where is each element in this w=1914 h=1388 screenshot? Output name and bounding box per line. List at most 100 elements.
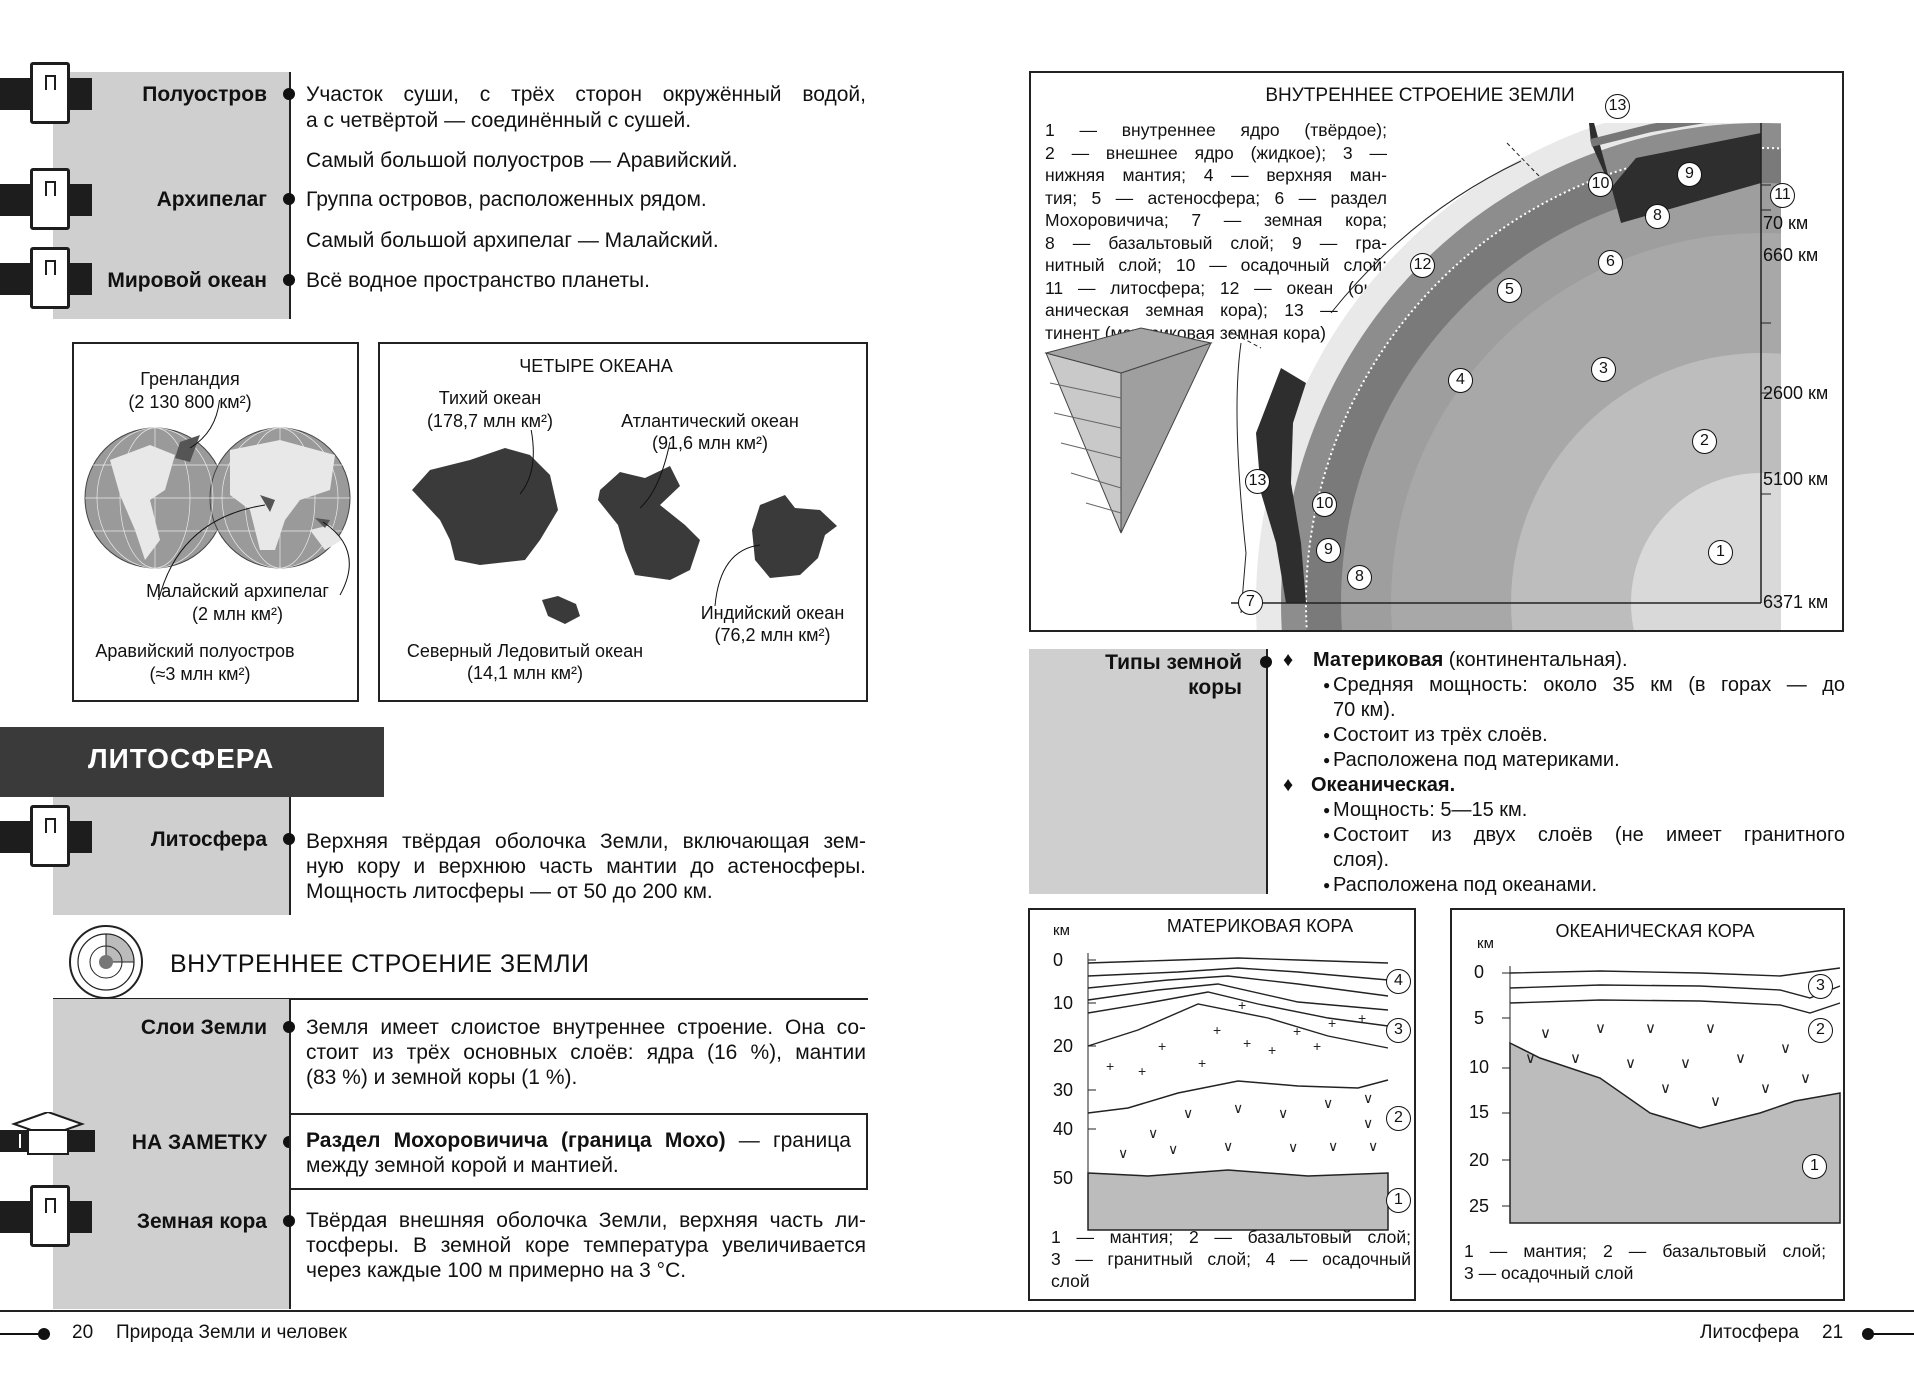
- definition-line: Твёрдая внешняя оболочка Земли, верхняя …: [306, 1209, 866, 1232]
- structure-diagram-title: ВНУТРЕННЕЕ СТРОЕНИЕ ЗЕМЛИ: [1265, 85, 1575, 106]
- layer-number: 5: [1497, 278, 1522, 303]
- type-item: Мощность: 5—15 км.: [1283, 798, 1845, 823]
- type-heading-oceanic: Океаническая.: [1283, 773, 1845, 798]
- svg-text:∨: ∨: [1660, 1080, 1671, 1097]
- type-item: Расположена под океанами.: [1283, 873, 1845, 898]
- svg-text:+: +: [1243, 1035, 1251, 1051]
- footer-page-right: 21: [1822, 1322, 1844, 1343]
- note-rest: — граница: [725, 1129, 851, 1152]
- depth-tick: 0: [1053, 950, 1064, 970]
- legend-line: нитный слой; 10 — осадочный слой;: [1045, 255, 1387, 275]
- svg-text:∨: ∨: [1595, 1020, 1606, 1037]
- section-title: ЛИТОСФЕРА: [88, 743, 275, 774]
- book-icon: [0, 168, 92, 232]
- svg-text:∨: ∨: [1168, 1141, 1178, 1157]
- svg-text:+: +: [1268, 1042, 1276, 1058]
- term-divider: [289, 797, 291, 915]
- depth-label: 2600 км: [1763, 383, 1829, 403]
- layer-number: 1: [1802, 1154, 1827, 1179]
- type-item-cont: слоя).: [1333, 849, 1390, 871]
- layer-number: 9: [1677, 162, 1702, 187]
- heading-rule: [53, 998, 868, 1000]
- bullet-dot: [283, 1021, 295, 1033]
- type-heading-continental: Материковая (континентальная).: [1283, 648, 1845, 673]
- layer-number: 6: [1598, 250, 1623, 275]
- oceans-silhouettes: [412, 430, 837, 624]
- layer-number: 8: [1645, 204, 1670, 229]
- legend-line: нижняя мантия; 4 — верхняя ман-: [1045, 165, 1387, 185]
- layer-number: 2: [1386, 1106, 1411, 1131]
- layer-number: 12: [1410, 253, 1435, 278]
- continental-title: МАТЕРИКОВАЯ КОРА: [1166, 916, 1354, 936]
- type-item: Расположена под материками.: [1283, 748, 1845, 773]
- bullet-dot: [283, 833, 295, 845]
- definition-line: Мощность литосферы — от 50 до 200 км.: [306, 880, 713, 903]
- term-earth-layers: Слои Земли: [140, 1016, 267, 1039]
- definition-line: (83 %) и земной коры (1 %).: [306, 1066, 578, 1089]
- svg-text:∨: ∨: [1148, 1125, 1158, 1141]
- legend-line: 8 — базальтовый слой; 9 — гра-: [1045, 232, 1387, 253]
- svg-text:+: +: [1106, 1058, 1114, 1074]
- svg-text:∨: ∨: [1780, 1040, 1791, 1057]
- depth-label: 70 км: [1763, 213, 1809, 233]
- term-world-ocean: Мировой океан: [107, 269, 267, 292]
- pacific-area: (178,7 млн км²): [426, 411, 554, 431]
- malay-area: (2 млн км²): [191, 604, 284, 624]
- layer-number: 2: [1692, 429, 1717, 454]
- svg-text:∨: ∨: [1183, 1105, 1193, 1121]
- continental-crust-chart: ++++++++++++ ∨∨∨∨∨∨∨∨∨∨∨∨∨: [1087, 953, 1389, 1231]
- note-bold: Раздел Мохоровичича (граница Мохо): [306, 1129, 726, 1152]
- book-icon: [0, 1185, 92, 1249]
- oceanic-crust-chart: ∨∨∨∨∨∨∨∨∨∨∨∨∨∨: [1502, 966, 1841, 1224]
- book-icon: [0, 62, 92, 126]
- footer-marker-right: [1862, 1333, 1914, 1335]
- definition-line: Всё водное пространство планеты.: [306, 269, 650, 292]
- term-peninsula: Полуостров: [142, 83, 267, 106]
- depth-tick: 40: [1053, 1119, 1074, 1139]
- layer-number: 13: [1245, 469, 1270, 494]
- footer-title-right: Литосфера: [1700, 1322, 1799, 1343]
- depth-tick: 10: [1053, 993, 1074, 1013]
- svg-text:∨: ∨: [1368, 1138, 1378, 1154]
- definition-line: Верхняя твёрдая оболочка Земли, включающ…: [306, 830, 866, 853]
- layer-number: 4: [1386, 969, 1411, 994]
- depth-label: 5100 км: [1763, 469, 1829, 489]
- pacific-label: Тихий океан: [438, 388, 542, 408]
- svg-text:∨: ∨: [1705, 1020, 1716, 1037]
- arabia-label: Аравийский полуостров: [95, 641, 295, 661]
- definition-line: стоит из трёх основных слоёв: ядра (16 %…: [306, 1041, 866, 1064]
- depth-label: 6371 км: [1763, 592, 1829, 612]
- indian-label: Индийский океан: [700, 603, 845, 623]
- svg-text:∨: ∨: [1540, 1025, 1551, 1042]
- depth-tick: 10: [1469, 1057, 1490, 1077]
- term-column-lithosphere: [53, 797, 289, 915]
- layer-number: 1: [1708, 540, 1733, 565]
- continental-legend: 1 — мантия; 2 — базальтовый слой; 3 — гр…: [1051, 1227, 1411, 1291]
- section-band: ЛИТОСФЕРА: [0, 727, 384, 797]
- atlantic-label: Атлантический океан: [621, 411, 799, 431]
- structure-heading: ВНУТРЕННЕЕ СТРОЕНИЕ ЗЕМЛИ: [170, 950, 590, 978]
- unit-label: км: [1053, 922, 1070, 939]
- footer-rule: [0, 1310, 1914, 1312]
- type-item: Состоит из двух слоёв (не имеет гранитно…: [1283, 823, 1845, 848]
- definition-line: Группа островов, расположенных рядом.: [306, 188, 707, 211]
- depth-tick: 20: [1469, 1150, 1490, 1170]
- definition-line: ную кору и верхнюю часть мантии до астен…: [306, 855, 866, 878]
- svg-text:+: +: [1138, 1063, 1146, 1079]
- legend-line: 11 — литосфера; 12 — океан (оке-: [1045, 277, 1387, 298]
- footer-title-left: Природа Земли и человек: [116, 1322, 347, 1343]
- layer-number: 10: [1312, 492, 1337, 517]
- types-divider: [1266, 649, 1268, 894]
- bullet-dot: [283, 1215, 295, 1227]
- term-lithosphere: Литосфера: [150, 828, 267, 851]
- definition-line: Участок суши, с трёх сторон окружённый в…: [306, 83, 866, 106]
- layer-number: 2: [1808, 1018, 1833, 1043]
- depth-tick: 0: [1474, 962, 1485, 982]
- definition-line: Самый большой архипелаг — Малайский.: [306, 229, 719, 252]
- svg-text:∨: ∨: [1645, 1020, 1656, 1037]
- malay-label: Малайский архипелаг: [146, 581, 329, 601]
- footer-dot-left: [38, 1328, 50, 1340]
- footer-page-left: 20: [72, 1322, 94, 1343]
- note-line: Раздел Мохоровичича (граница Мохо) — гра…: [306, 1128, 851, 1154]
- legend-line: тия; 5 — астеносфера; 6 — раздел: [1045, 187, 1387, 208]
